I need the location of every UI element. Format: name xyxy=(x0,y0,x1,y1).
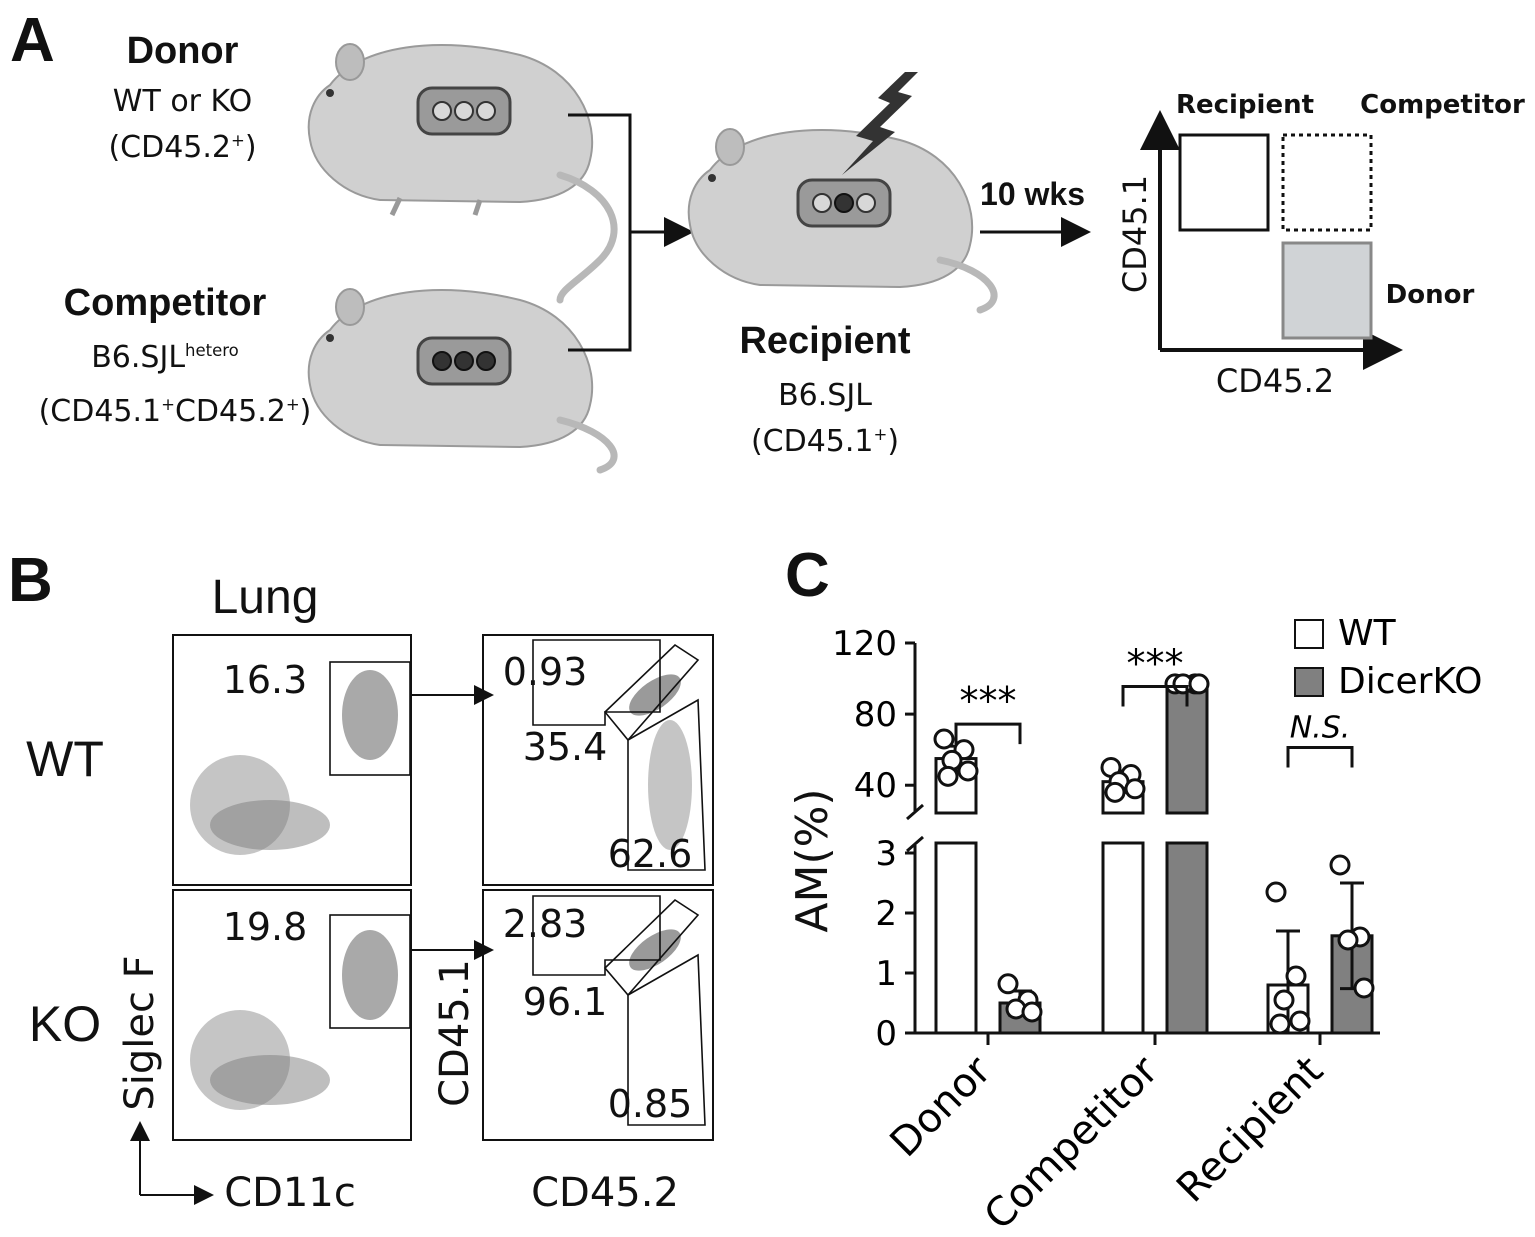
data-point xyxy=(1265,881,1287,903)
donor-mouse-icon xyxy=(307,43,618,304)
data-point xyxy=(1104,781,1126,803)
recipient-gate-box xyxy=(1178,133,1270,232)
siglecf-axis-label: Siglec F xyxy=(117,955,163,1111)
axis-break-mark xyxy=(906,835,924,853)
ko-recipient-pct: 2.83 xyxy=(502,902,588,946)
y-tick-label: 80 xyxy=(854,695,897,735)
cd45-1-axis-label: CD45.1 xyxy=(432,959,478,1107)
significance-label: *** xyxy=(960,679,1017,723)
data-point xyxy=(1285,965,1307,987)
chart-legend: WT DicerKO xyxy=(1294,613,1482,702)
scheme-xlabel: CD45.2 xyxy=(1215,362,1335,400)
density-contours xyxy=(190,670,692,1110)
competitor-mouse-icon xyxy=(307,288,618,474)
plot-wt-siglecf-cd11c xyxy=(172,634,412,886)
legend-swatch-wt xyxy=(1294,619,1324,649)
cd11c-axis-label: CD11c xyxy=(224,1170,356,1216)
donor-title: Donor xyxy=(126,30,239,72)
scheme-ylabel: CD45.1 xyxy=(1116,174,1154,294)
data-point xyxy=(1289,1010,1311,1032)
wt-competitor-pct: 35.4 xyxy=(522,725,608,769)
category-label: Recipient xyxy=(1168,1048,1332,1212)
gate-wt-competitor xyxy=(603,643,700,742)
axis-break-mark xyxy=(906,803,924,821)
data-point xyxy=(937,765,959,787)
tissue-label: Lung xyxy=(211,571,319,624)
irradiation-icon xyxy=(842,72,918,175)
significance-bracket xyxy=(1121,685,1189,707)
competitor-strain: B6.SJLhetero xyxy=(91,340,239,375)
panel-c-letter: C xyxy=(785,541,830,610)
scheme-donor-label: Donor xyxy=(1385,280,1475,310)
recipient-strain: B6.SJL xyxy=(778,378,872,413)
data-point xyxy=(1269,1013,1291,1035)
recipient-title: Recipient xyxy=(739,320,911,362)
significance-bracket xyxy=(954,722,1022,745)
data-point xyxy=(1337,929,1359,951)
panel-a-letter: A xyxy=(10,6,55,75)
donor-genotype: WT or KO xyxy=(112,84,253,119)
data-point xyxy=(1124,778,1146,800)
significance-label: N.S. xyxy=(1290,710,1351,745)
significance-label: *** xyxy=(1127,642,1184,686)
gate-ko-recipient xyxy=(532,895,661,976)
y-tick-label: 0 xyxy=(875,1014,897,1054)
competitor-gate-box xyxy=(1281,133,1373,232)
gate-ko-am xyxy=(329,914,411,1029)
data-point xyxy=(1353,977,1375,999)
recipient-marker: (CD45.1+) xyxy=(750,424,900,459)
y-tick-label: 120 xyxy=(832,624,897,664)
legend-swatch-dicerko xyxy=(1294,667,1324,697)
data-point xyxy=(1273,989,1295,1011)
y-tick-label: 2 xyxy=(875,894,897,934)
y-tick-label: 1 xyxy=(875,954,897,994)
plot-ko-cd45 xyxy=(482,889,714,1141)
bar xyxy=(1101,841,1145,1035)
bar xyxy=(1165,841,1209,1035)
data-point xyxy=(1021,1001,1043,1023)
gate-ko-donor xyxy=(627,953,706,1126)
data-point xyxy=(957,760,979,782)
data-point xyxy=(1188,673,1210,695)
data-point xyxy=(933,728,955,750)
time-arrow-label: 10 wks xyxy=(980,176,1085,212)
row-label-ko: KO xyxy=(28,996,102,1052)
wt-gate-pct: 16.3 xyxy=(222,658,308,702)
flow-plots xyxy=(130,634,714,1205)
competitor-marker: (CD45.1+CD45.2+) xyxy=(38,394,312,429)
wt-recipient-pct: 0.93 xyxy=(502,650,588,694)
gate-wt-donor xyxy=(627,698,706,871)
ko-donor-pct: 0.85 xyxy=(607,1082,693,1126)
panel-a-graphics xyxy=(307,43,1403,474)
data-point xyxy=(997,973,1019,995)
am-axis-label: AM(%) xyxy=(787,788,838,933)
ko-gate-pct: 19.8 xyxy=(222,905,308,949)
cd45-2-axis-label: CD45.2 xyxy=(531,1170,679,1216)
legend-label-wt: WT xyxy=(1338,613,1397,654)
scheme-recipient-label: Recipient xyxy=(1175,90,1315,120)
recipient-mouse-icon xyxy=(687,128,998,314)
wt-donor-pct: 62.6 xyxy=(607,832,693,876)
donor-marker: (CD45.2+) xyxy=(108,130,257,165)
significance-bracket xyxy=(1286,745,1354,768)
bar xyxy=(934,841,978,1035)
competitor-title: Competitor xyxy=(63,282,267,324)
scheme-competitor-label: Competitor xyxy=(1360,90,1525,120)
category-label: Donor xyxy=(882,1047,1001,1166)
donor-gate-box xyxy=(1281,241,1373,340)
gate-wt-am xyxy=(329,661,411,776)
data-point xyxy=(1329,854,1351,876)
gate-ko-competitor xyxy=(603,898,700,997)
y-tick-label: 3 xyxy=(875,834,897,874)
y-tick-label: 40 xyxy=(854,766,897,806)
plot-wt-cd45 xyxy=(482,634,714,886)
legend-label-dicerko: DicerKO xyxy=(1338,661,1482,702)
ko-competitor-pct: 96.1 xyxy=(522,980,608,1024)
panel-b-letter: B xyxy=(8,546,53,615)
row-label-wt: WT xyxy=(26,731,104,787)
plot-ko-siglecf-cd11c xyxy=(172,889,412,1141)
category-label: Competitor xyxy=(976,1047,1168,1230)
